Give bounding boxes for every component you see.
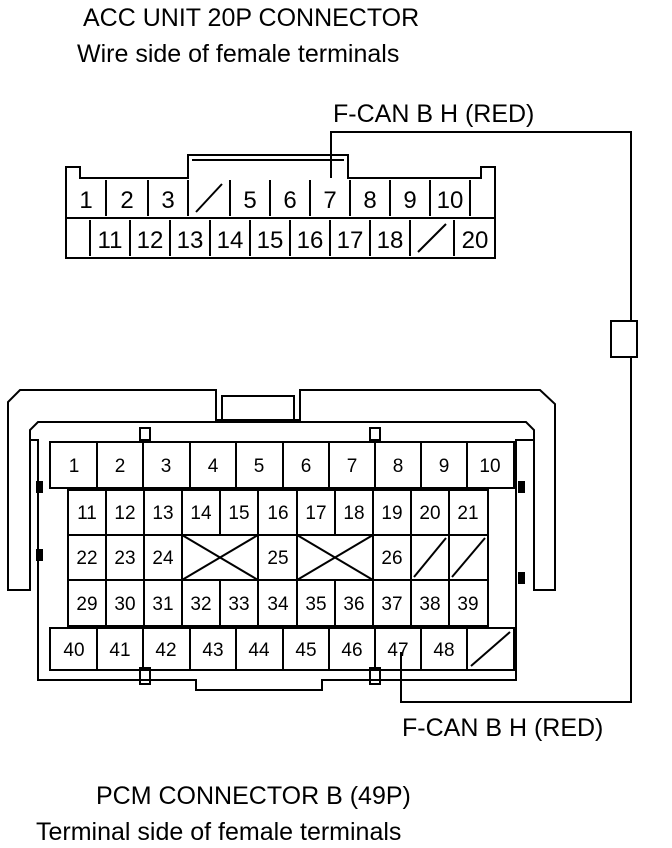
acc-terminal-6: 6 <box>283 187 296 214</box>
pcm-terminal-14: 14 <box>190 503 212 524</box>
pcm-unused-slash-27 <box>413 537 447 578</box>
pcm-middle-grid <box>67 489 489 627</box>
pcm-terminal-9: 9 <box>439 456 450 477</box>
pcm-terminal-17: 17 <box>305 503 326 524</box>
can-wire-lower <box>400 357 632 703</box>
pcm-terminal-21: 21 <box>457 503 478 524</box>
pcm-terminal-12: 12 <box>114 503 135 524</box>
pcm-terminal-23: 23 <box>114 548 135 569</box>
acc-terminal-20: 20 <box>462 227 489 254</box>
acc-terminal-10: 10 <box>437 187 464 214</box>
pcm-terminal-34: 34 <box>267 594 289 615</box>
acc-terminal-11: 11 <box>98 227 123 254</box>
pcm-terminal-24: 24 <box>152 548 174 569</box>
pcm-lock-tab-right-lower <box>518 572 525 584</box>
pcm-unused-slash-49 <box>470 631 511 667</box>
pcm-terminal-32: 32 <box>190 594 211 615</box>
pcm-terminal-10: 10 <box>479 456 500 477</box>
pcm-terminal-40: 40 <box>63 640 84 661</box>
pcm-terminal-47: 47 <box>387 640 408 661</box>
acc-connector-subtitle: Wire side of female terminals <box>77 40 400 68</box>
wire-label-top: F-CAN B H (RED) <box>333 100 535 128</box>
wire-junction-connector <box>610 320 638 358</box>
pcm-unused-slash-28 <box>451 537 486 578</box>
pcm-terminal-30: 30 <box>114 594 135 615</box>
pcm-terminal-42: 42 <box>155 640 176 661</box>
pcm-terminal-3: 3 <box>161 456 172 477</box>
acc-terminal-5: 5 <box>243 187 256 214</box>
pcm-connector-subtitle: Terminal side of female terminals <box>36 818 402 846</box>
acc-terminal-8: 8 <box>363 187 376 214</box>
pcm-connector-title: PCM CONNECTOR B (49P) <box>96 782 411 810</box>
acc-unused-slash-4 <box>195 183 223 213</box>
pcm-terminal-39: 39 <box>457 594 478 615</box>
pcm-terminal-38: 38 <box>419 594 440 615</box>
pcm-terminal-11: 11 <box>77 503 97 524</box>
pcm-terminal-29: 29 <box>76 594 97 615</box>
pcm-terminal-45: 45 <box>295 640 316 661</box>
pcm-terminal-41: 41 <box>109 640 130 661</box>
pcm-unused-cross-b2 <box>296 534 374 581</box>
acc-terminal-1: 1 <box>79 187 92 214</box>
pcm-terminal-2: 2 <box>115 456 126 477</box>
pcm-terminal-4: 4 <box>208 456 219 477</box>
pcm-lock-tab-left-lower <box>36 549 43 561</box>
pcm-lock-tab-right-upper <box>518 481 525 493</box>
can-wire <box>330 131 632 321</box>
pcm-terminal-43: 43 <box>202 640 223 661</box>
pcm-terminal-33: 33 <box>228 594 249 615</box>
acc-terminal-15: 15 <box>257 227 284 254</box>
pcm-key-top-right <box>369 427 381 441</box>
pcm-terminal-44: 44 <box>248 640 270 661</box>
pcm-unused-cross-a2 <box>181 534 259 581</box>
acc-terminal-14: 14 <box>217 227 244 254</box>
pcm-terminal-15: 15 <box>228 503 249 524</box>
pcm-terminal-46: 46 <box>341 640 362 661</box>
acc-terminal-16: 16 <box>297 227 324 254</box>
pcm-terminal-16: 16 <box>267 503 288 524</box>
acc-connector-housing <box>65 154 496 259</box>
pcm-key-bottom-left <box>139 667 151 685</box>
pcm-terminal-20: 20 <box>419 503 440 524</box>
pcm-terminal-5: 5 <box>254 456 265 477</box>
acc-terminal-3: 3 <box>161 187 174 214</box>
acc-terminal-18: 18 <box>377 227 404 254</box>
acc-connector-title: ACC UNIT 20P CONNECTOR <box>83 4 420 32</box>
pcm-terminal-22: 22 <box>76 548 97 569</box>
pcm-terminal-37: 37 <box>381 594 402 615</box>
acc-terminal-17: 17 <box>337 227 364 254</box>
acc-terminal-12: 12 <box>137 227 164 254</box>
pcm-terminal-6: 6 <box>301 456 312 477</box>
acc-terminal-2: 2 <box>120 187 133 214</box>
pcm-terminal-31: 31 <box>152 594 173 615</box>
pcm-terminal-1: 1 <box>69 456 80 477</box>
pcm-terminal-13: 13 <box>152 503 173 524</box>
pcm-terminal-18: 18 <box>343 503 364 524</box>
pcm-terminal-19: 19 <box>381 503 402 524</box>
pcm-outer-housing <box>7 389 556 591</box>
acc-unused-slash-19 <box>417 223 447 253</box>
acc-terminal-13: 13 <box>177 227 204 254</box>
pcm-key-top-left <box>139 427 151 441</box>
pcm-terminal-36: 36 <box>343 594 364 615</box>
pcm-terminal-35: 35 <box>305 594 326 615</box>
pcm-terminal-25: 25 <box>267 548 288 569</box>
pcm-lock-tab-left-upper <box>36 481 43 493</box>
pcm-latch <box>221 395 295 420</box>
acc-terminal-9: 9 <box>403 187 416 214</box>
wire-label-bottom: F-CAN B H (RED) <box>402 714 604 742</box>
pcm-terminal-26: 26 <box>381 548 402 569</box>
pcm-terminal-8: 8 <box>393 456 404 477</box>
pcm-terminal-7: 7 <box>347 456 358 477</box>
acc-terminal-7: 7 <box>323 187 336 214</box>
pcm-terminal-48: 48 <box>433 640 454 661</box>
